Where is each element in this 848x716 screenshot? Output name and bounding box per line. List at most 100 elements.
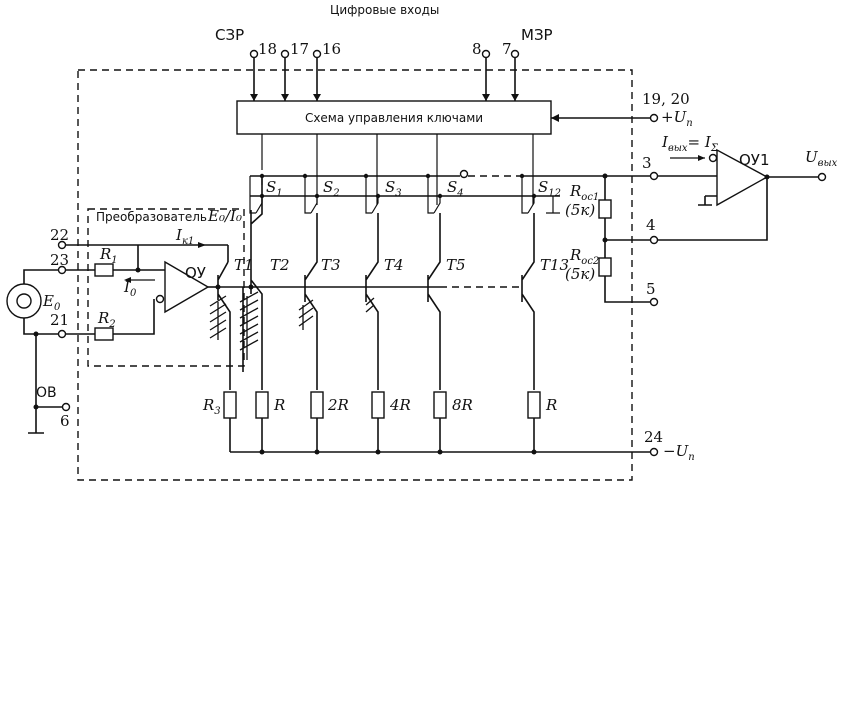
svg-text:Iк1: Iк1 <box>175 226 194 247</box>
key-control-block <box>236 100 552 135</box>
transistor-t5 <box>427 213 441 390</box>
pin-18-terminal[interactable] <box>249 49 259 59</box>
svg-text:Rос2: Rос2 <box>569 246 599 267</box>
opamp1-label: ОУ1 <box>739 151 770 169</box>
row-r-label-13: R <box>545 396 557 414</box>
iout-eq-sub: Σ <box>710 143 719 154</box>
svg-text:R2: R2 <box>97 309 116 330</box>
supply-minus-sub: п <box>688 452 694 463</box>
switch-s4-sub: 4 <box>456 188 463 199</box>
supply-minus-name: −U <box>663 442 690 460</box>
pin-18-label: 18 <box>258 40 277 58</box>
msr-label: МЗР <box>521 26 553 44</box>
switch-s4-name: S <box>447 178 457 196</box>
pin-22-label: 22 <box>50 226 69 244</box>
pin-23-terminal[interactable] <box>57 265 67 275</box>
iout-eq: = I <box>688 133 712 151</box>
bus-junction-terminal <box>459 169 469 179</box>
pin-17-label: 17 <box>290 40 309 58</box>
roc2-value: (5к) <box>565 265 595 283</box>
svg-text:S2: S2 <box>323 178 340 199</box>
pin-23-label: 23 <box>50 251 69 269</box>
pin-19-20-terminal[interactable] <box>649 113 659 123</box>
row-r-label-1: R <box>273 396 285 414</box>
resistor-r2 <box>94 327 114 341</box>
roc1-value: (5к) <box>565 201 595 219</box>
pin-21-terminal[interactable] <box>57 329 67 339</box>
resistor-roc1 <box>598 199 612 219</box>
resistor-r-13 <box>527 391 541 419</box>
svg-text:Rос1: Rос1 <box>569 182 599 203</box>
opamp-label: ОУ <box>185 264 206 282</box>
switch-s2-name: S <box>323 178 333 196</box>
ov-label: ОВ <box>36 385 57 401</box>
svg-text:S4: S4 <box>447 178 464 199</box>
converter-ratio: E₀/I₀ <box>207 207 242 225</box>
svg-text:Iвых= IΣ: Iвых= IΣ <box>661 133 719 154</box>
pin-16-terminal[interactable] <box>312 49 322 59</box>
resistor-r-1 <box>255 391 269 419</box>
roc1-sub: ос1 <box>581 192 599 203</box>
svg-text:S12: S12 <box>538 178 561 199</box>
switch-s12: S12 <box>519 173 561 214</box>
svg-text:Uвых: Uвых <box>805 148 838 169</box>
pin-4-terminal[interactable] <box>649 235 659 245</box>
key-control-label: Схема управления ключами <box>305 111 483 125</box>
opamp-ou1 <box>658 148 827 241</box>
resistor-4r <box>371 391 385 419</box>
i0-name: I <box>123 278 131 296</box>
output-sub: вых <box>818 158 838 169</box>
t3-label: T3 <box>321 256 341 274</box>
roc2-name: R <box>569 246 581 264</box>
pin-3-terminal[interactable] <box>649 171 659 181</box>
opamp-ou <box>155 260 218 314</box>
transistor-t1 <box>209 261 231 390</box>
resistor-2r <box>310 391 324 419</box>
pin-5-label: 5 <box>646 280 656 298</box>
pin-22-terminal[interactable] <box>57 240 67 250</box>
pin-4-label: 4 <box>646 216 656 234</box>
r1-sub: 1 <box>111 255 117 266</box>
pin-8-terminal[interactable] <box>481 49 491 59</box>
svg-text:R1: R1 <box>99 245 118 266</box>
pin-6-label: 6 <box>60 412 70 430</box>
ik1-sub: к1 <box>182 236 194 247</box>
r2-sub: 2 <box>108 319 115 330</box>
switch-s12-sub: 12 <box>548 188 561 199</box>
output-terminal[interactable] <box>817 172 827 182</box>
diagram-title: Цифровые входы <box>330 3 439 17</box>
row-4r-label: 4R <box>389 396 411 414</box>
iout-sub: вых <box>668 143 688 154</box>
roc2-sub: ос2 <box>581 256 599 267</box>
svg-text:−Uп: −Uп <box>663 442 695 463</box>
resistor-roc2 <box>598 257 612 277</box>
row-8r-label: 8R <box>452 396 473 414</box>
e0-name: E <box>42 292 54 310</box>
ik1-name: I <box>175 226 183 244</box>
pin-21-label: 21 <box>50 311 69 329</box>
pin-7-terminal[interactable] <box>510 49 520 59</box>
pin-24-terminal[interactable] <box>649 447 659 457</box>
transistor-t2 <box>239 176 263 390</box>
switch-s3-sub: 3 <box>395 188 401 199</box>
pin-16-label: 16 <box>322 40 341 58</box>
r3-name: R <box>202 396 214 414</box>
row-2r-label: 2R <box>327 396 349 414</box>
pin-6-terminal[interactable] <box>61 402 71 412</box>
switch-s3-name: S <box>385 178 395 196</box>
transistor-t4 <box>365 213 379 390</box>
r1-name: R <box>99 245 111 263</box>
svg-text:S1: S1 <box>266 178 283 199</box>
resistor-8r <box>433 391 447 419</box>
digital-input-pins <box>249 49 520 101</box>
t13-label: T13 <box>540 256 569 274</box>
resistor-r3 <box>223 391 237 419</box>
svg-text:E0: E0 <box>42 292 61 313</box>
switch-s4: S4 <box>425 173 464 214</box>
pin-5-terminal[interactable] <box>649 297 659 307</box>
csr-label: СЗР <box>215 26 244 44</box>
transistor-t13 <box>521 213 535 390</box>
pin-3-label: 3 <box>642 154 652 172</box>
pin-17-terminal[interactable] <box>280 49 290 59</box>
